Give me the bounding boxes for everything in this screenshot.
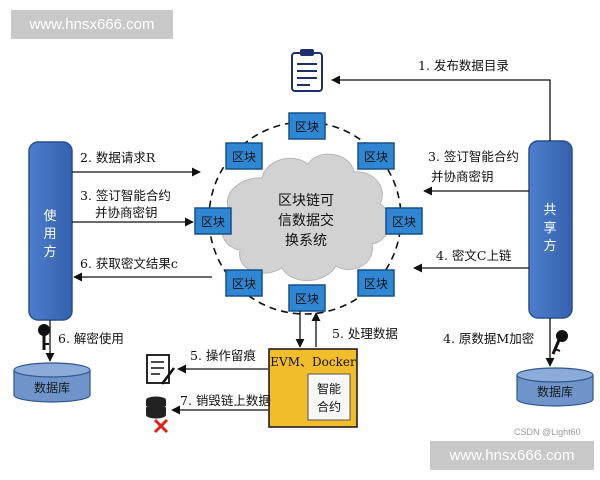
sharer-char-2: 享 <box>543 220 556 236</box>
step-3-left-label-line1: 3. 签订智能合约 <box>80 188 171 203</box>
step-4-cipher-label: 4. 密文C上链 <box>436 248 512 263</box>
step-3-left-label-line2: 并协商密钥 <box>95 205 158 220</box>
watermark-top: www.hnsx666.com <box>11 10 173 39</box>
cloud-system: 区块链可 信数据交 换系统 <box>221 153 391 281</box>
destroy-database-icon <box>146 396 169 434</box>
user-database: 数据库 <box>13 362 91 403</box>
step-6-decrypt-label: 6. 解密使用 <box>58 331 124 346</box>
step-3-right-label-line2: 并协商密钥 <box>431 169 494 184</box>
block-lower-right: 区块 <box>357 269 395 297</box>
step-6-get-label: 6. 获取密文结果c <box>80 256 178 271</box>
sharer-char-3: 方 <box>543 238 556 254</box>
block-upper-right: 区块 <box>357 142 395 170</box>
block-left-label: 区块 <box>201 215 225 229</box>
key-icon <box>551 330 568 355</box>
user-char-1: 使 <box>43 208 56 224</box>
step-4-encrypt-label: 4. 原数据M加密 <box>443 331 534 346</box>
block-right: 区块 <box>385 207 423 235</box>
block-left: 区块 <box>194 207 232 235</box>
block-lower-left-label: 区块 <box>232 277 256 291</box>
cloud-line-3: 换系统 <box>285 232 327 249</box>
contract-line-1: 智能 <box>317 381 341 396</box>
block-bottom: 区块 <box>288 284 326 312</box>
block-lower-right-label: 区块 <box>364 277 388 291</box>
step-3-right-label-line1: 3. 签订智能合约 <box>428 149 519 164</box>
cloud-line-2: 信数据交 <box>278 212 334 229</box>
trace-document-icon <box>146 354 175 385</box>
step-2-label: 2. 数据请求R <box>80 150 156 165</box>
key-icon <box>38 324 50 350</box>
data-user-box: 使 用 方 <box>28 141 73 321</box>
user-char-2: 用 <box>43 227 56 242</box>
block-right-label: 区块 <box>392 215 416 229</box>
sharer-database-label: 数据库 <box>537 384 573 399</box>
user-database-label: 数据库 <box>34 380 70 395</box>
data-sharer-box: 共 享 方 <box>528 140 573 319</box>
sharer-database: 数据库 <box>516 367 594 407</box>
smart-contract-box: EVM、Docker 智能 合约 <box>268 348 358 428</box>
contract-line-2: 合约 <box>317 399 341 414</box>
watermark-bottom: www.hnsx666.com <box>430 441 594 470</box>
sharer-char-1: 共 <box>543 203 556 218</box>
block-lower-left: 区块 <box>225 269 263 297</box>
step-5-process-label: 5. 处理数据 <box>332 326 398 341</box>
block-bottom-label: 区块 <box>295 292 319 306</box>
arrow-publish-catalog <box>331 75 551 141</box>
user-char-3: 方 <box>43 244 56 260</box>
step-7-label: 7. 销毁链上数据 <box>180 393 271 408</box>
block-upper-right-label: 区块 <box>364 150 388 164</box>
block-top-label: 区块 <box>295 120 319 134</box>
block-top: 区块 <box>288 112 326 140</box>
block-upper-left: 区块 <box>225 142 263 170</box>
catalog-clipboard-icon <box>291 49 323 92</box>
block-upper-left-label: 区块 <box>232 150 256 164</box>
step-5-trace-label: 5. 操作留痕 <box>190 348 256 363</box>
credit-text: CSDN @Light60 <box>514 427 581 437</box>
cloud-line-1: 区块链可 <box>278 193 334 209</box>
evm-docker-label: EVM、Docker <box>270 355 356 369</box>
step-1-label: 1. 发布数据目录 <box>418 58 509 73</box>
arrows <box>45 75 555 415</box>
